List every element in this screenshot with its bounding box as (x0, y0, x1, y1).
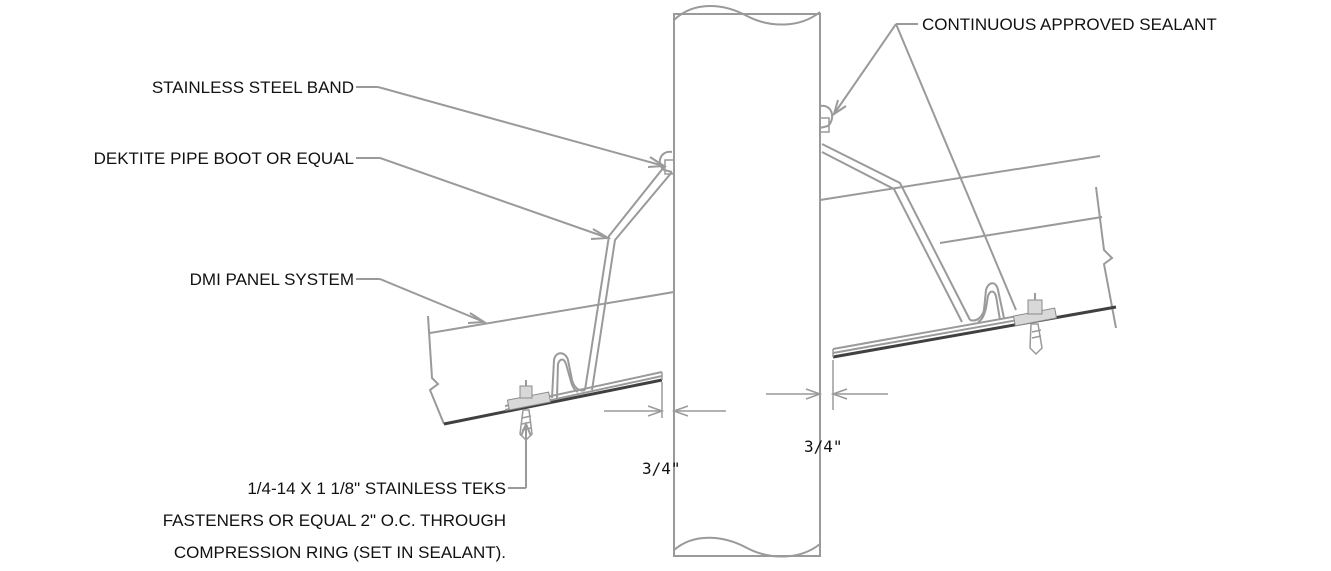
right-stainless-band (819, 117, 830, 133)
pipe (673, 5, 821, 558)
band-leader (377, 86, 665, 167)
pipe-top-break (673, 5, 821, 26)
fastener-label-line-1: 1/4-14 X 1 1/8" STAINLESS TEKS (247, 479, 506, 498)
boot-label: DEKTITE PIPE BOOT OR EQUAL (94, 149, 354, 168)
left-deck-line (443, 378, 663, 426)
right-gap-dimension: 3/4" (766, 360, 888, 456)
fastener-label-line-3: COMPRESSION RING (SET IN SEALANT). (174, 543, 506, 562)
sealant-leader-1 (833, 23, 897, 115)
right-panel-system (819, 155, 1117, 359)
pipe-bottom-break (673, 536, 821, 558)
panel-leader (379, 278, 485, 323)
panel-label: DMI PANEL SYSTEM (190, 270, 354, 289)
leader-lines (356, 23, 1017, 489)
left-gap-label: 3/4" (642, 459, 681, 478)
boot-leader (379, 157, 609, 239)
sealant-leader-2 (895, 23, 1017, 311)
pipe-body (673, 13, 821, 557)
left-gap-dimension: 3/4" (604, 382, 726, 478)
right-fastener (1012, 293, 1058, 356)
right-pipe-boot (819, 104, 1005, 323)
sealant-label: CONTINUOUS APPROVED SEALANT (922, 15, 1217, 34)
right-deck-line (832, 305, 1117, 359)
band-label: STAINLESS STEEL BAND (152, 78, 354, 97)
fastener-label-line-2: FASTENERS OR EQUAL 2" O.C. THROUGH (163, 511, 506, 530)
left-pipe-boot (551, 150, 675, 399)
right-gap-label: 3/4" (804, 437, 843, 456)
left-stainless-band (664, 159, 675, 175)
left-panel-system (427, 291, 675, 426)
